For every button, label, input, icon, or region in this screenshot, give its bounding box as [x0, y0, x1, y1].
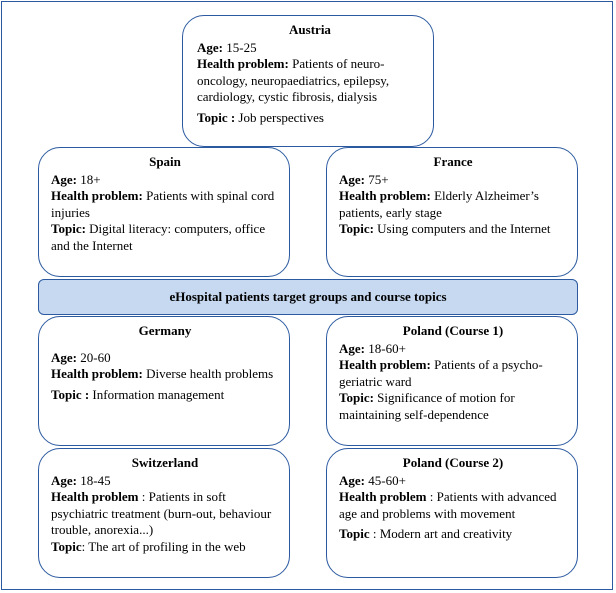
topic-label: Topic :: [51, 386, 90, 402]
topic-label: Topic:: [339, 390, 374, 405]
age-label: Age:: [51, 171, 77, 187]
box-spain: Spain Age: 18+ Health problem: Patients …: [38, 147, 290, 277]
topic-row: Topic : Job perspectives: [197, 110, 423, 127]
health-value: : Patients with advanced age and problem…: [339, 489, 557, 521]
health-row: Health problem: Patients with spinal cor…: [51, 188, 279, 221]
age-value: 75+: [368, 171, 389, 187]
topic-value: : The art of profiling in the web: [81, 538, 246, 554]
topic-row: Topic: Significance of motion for mainta…: [339, 390, 567, 423]
health-value: Patients of a psycho-geriatric ward: [339, 357, 543, 389]
health-value: Patients of neuro-oncology, neuropaediat…: [197, 56, 390, 104]
health-label: Health problem: [339, 489, 427, 504]
health-row: Health problem: Elderly Alzheimer’s pati…: [339, 188, 567, 221]
topic-value: Significance of motion for maintaining s…: [339, 390, 515, 422]
health-value: Diverse health problems: [146, 366, 274, 381]
health-row: Health problem : Patients with advanced …: [339, 489, 567, 522]
health-label: Health problem:: [339, 188, 431, 203]
topic-value: : Modern art and creativity: [372, 526, 513, 541]
topic-row: Topic : Information management: [51, 387, 279, 404]
box-title: Switzerland: [131, 455, 199, 470]
age-row: Age: 15-25: [197, 40, 423, 57]
age-value: 45-60+: [368, 472, 406, 488]
age-row: Age: 18-45: [51, 473, 279, 490]
topic-value: Digital literacy: computers, office and …: [51, 221, 266, 253]
health-row: Health problem: Patients of neuro-oncolo…: [197, 56, 423, 106]
age-value: 18+: [80, 171, 101, 187]
age-row: Age: 18+: [51, 172, 279, 189]
topic-row: Topic: Digital literacy: computers, offi…: [51, 221, 279, 254]
health-label: Health problem:: [339, 357, 431, 372]
box-title: Austria: [289, 22, 331, 37]
health-label: Health problem: [51, 489, 139, 504]
box-switzerland: Switzerland Age: 18-45 Health problem : …: [38, 448, 290, 578]
box-germany: Germany Age: 20-60 Health problem: Diver…: [38, 316, 290, 446]
health-row: Health problem: Diverse health problems: [51, 366, 279, 383]
topic-row: Topic : Topic: The art of profiling in t…: [51, 539, 279, 556]
box-title: France: [433, 154, 473, 169]
health-row: Health problem : Patients in soft psychi…: [51, 489, 279, 539]
box-title: Spain: [149, 154, 181, 169]
age-label: Age:: [339, 472, 365, 488]
topic-label: Topic:: [339, 221, 374, 236]
age-value: 18-45: [80, 472, 111, 488]
topic-label-bare: Topic: [339, 526, 370, 541]
age-label: Age:: [339, 171, 365, 187]
age-row: Age: 18-60+: [339, 341, 567, 358]
age-label: Age:: [339, 340, 365, 356]
health-label: Health problem:: [51, 188, 143, 203]
box-title: Poland (Course 2): [402, 455, 504, 470]
age-row: Age: 75+: [339, 172, 567, 189]
health-value: Patients with spinal cord injuries: [51, 188, 275, 220]
health-value: : Patients in soft psychiatric treatment…: [51, 489, 272, 537]
health-value: Elderly Alzheimer’s patients, early stag…: [339, 188, 539, 220]
health-label: Health problem:: [51, 366, 143, 381]
health-label: Health problem:: [197, 56, 289, 71]
topic-label: Topic :: [197, 109, 236, 125]
banner-target-groups: eHospital patients target groups and cou…: [38, 279, 578, 315]
topic-value: Using computers and the Internet: [377, 221, 551, 236]
age-row: Age: 45-60+: [339, 473, 567, 490]
box-france: France Age: 75+ Health problem: Elderly …: [326, 147, 578, 277]
age-label: Age:: [51, 349, 77, 365]
topic-value: Information management: [92, 386, 225, 402]
age-row: Age: 20-60: [51, 350, 279, 367]
topic-label-bare: Topic: [51, 538, 82, 554]
topic-value: Job perspectives: [238, 109, 324, 125]
box-poland-course-2: Poland (Course 2) Age: 45-60+ Health pro…: [326, 448, 578, 578]
topic-row: Topic: Using computers and the Internet: [339, 221, 567, 238]
topic-row: Topic : Modern art and creativity: [339, 526, 567, 543]
box-poland-course-1: Poland (Course 1) Age: 18-60+ Health pro…: [326, 316, 578, 446]
age-value: 18-60+: [368, 340, 406, 356]
age-value: 20-60: [80, 349, 111, 365]
box-title: Germany: [138, 323, 192, 338]
health-row: Health problem: Patients of a psycho-ger…: [339, 357, 567, 390]
topic-label: Topic:: [51, 221, 86, 236]
box-austria: Austria Age: 15-25 Health problem: Patie…: [182, 15, 434, 147]
box-title: Poland (Course 1): [402, 323, 504, 338]
age-value: 15-25: [226, 39, 257, 55]
age-label: Age:: [197, 39, 223, 55]
age-label: Age:: [51, 472, 77, 488]
